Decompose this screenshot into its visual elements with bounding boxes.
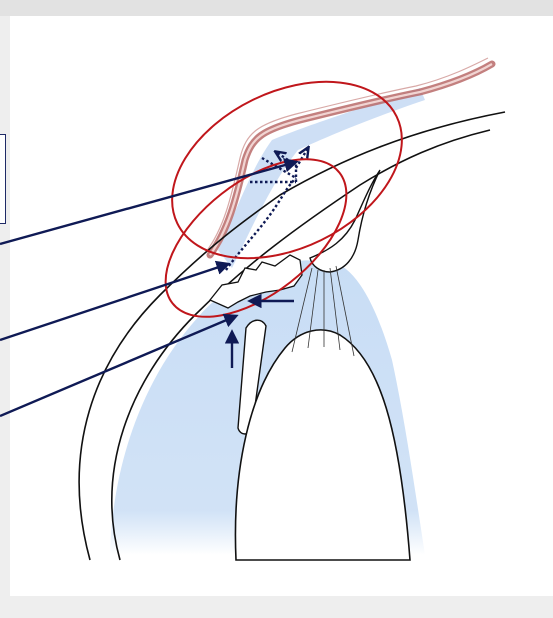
eye-drainage-diagram — [0, 0, 553, 618]
slide — [0, 0, 553, 618]
